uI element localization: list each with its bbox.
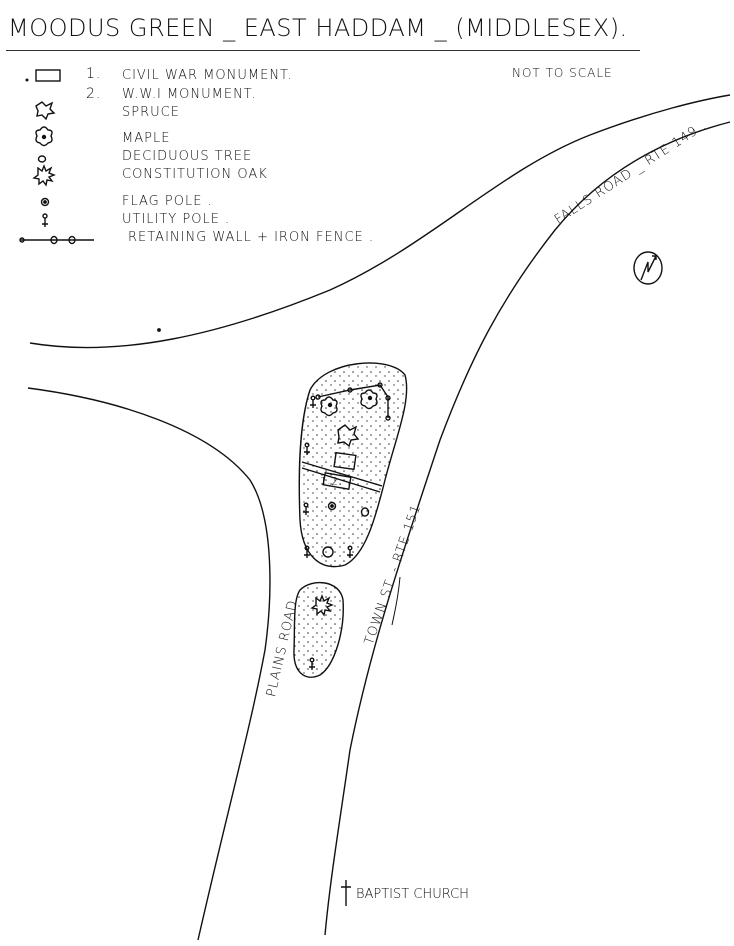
town-street-east-edge <box>324 121 731 936</box>
monument-rectangle-icon <box>35 69 61 82</box>
deciduous-tree-icon <box>37 155 47 163</box>
utility-pole-icon <box>304 545 310 558</box>
monument-1-label: 1. <box>320 476 332 487</box>
flag-pole-icon <box>327 501 337 511</box>
flag-pole-icon <box>40 197 50 207</box>
legend-maple: MAPLE <box>122 131 171 146</box>
curb-mark <box>391 576 401 626</box>
map-title: MOODUS GREEN _ EAST HADDAM _ (MIDDLESEX)… <box>8 14 628 42</box>
church-cross-icon <box>341 880 351 906</box>
maple-icon <box>35 126 53 147</box>
spruce-icon <box>337 424 360 448</box>
legend-civil-war-monument: CIVIL WAR MONUMENT. <box>122 68 293 83</box>
constitution-oak-icon <box>310 594 334 617</box>
north-arrow-icon <box>633 251 663 285</box>
legend-constitution-oak: CONSTITUTION OAK <box>122 167 268 182</box>
utility-pole-icon <box>347 545 353 558</box>
constitution-oak-icon <box>32 164 56 187</box>
green-divider-walk <box>301 461 383 493</box>
deciduous-tree-icon <box>322 546 334 558</box>
falls-road-north-edge <box>29 94 731 349</box>
legend-number-2: 2. <box>86 86 102 102</box>
green-upper <box>298 362 408 568</box>
title-underline <box>6 50 640 51</box>
utility-pole-icon <box>303 502 309 515</box>
plains-road-west-edge <box>27 387 271 941</box>
legend-number-1: 1. <box>86 66 102 82</box>
green-lower <box>293 581 344 678</box>
monument-2-label: 2. <box>331 475 344 488</box>
utility-pole-icon <box>309 657 315 670</box>
legend-flag-pole: FLAG POLE . <box>122 194 213 209</box>
retaining-wall-fence-icon <box>19 235 94 245</box>
legend-retaining-wall: RETAINING WALL + IRON FENCE . <box>128 230 375 245</box>
wwi-monument <box>322 472 352 490</box>
maple-icon <box>320 396 338 417</box>
legend-wwi-monument: W.W.I MONUMENT. <box>122 87 257 102</box>
utility-pole-icon <box>310 395 316 408</box>
civil-war-monument <box>333 451 357 471</box>
spruce-icon <box>35 101 56 121</box>
deciduous-tree-icon <box>360 507 370 517</box>
utility-pole-icon <box>42 213 48 227</box>
retaining-wall-fence <box>317 384 389 418</box>
maple-icon <box>360 389 378 410</box>
scale-note: NOT TO SCALE <box>512 66 613 80</box>
utility-pole-icon <box>304 442 310 455</box>
baptist-church-label: BAPTIST CHURCH <box>356 887 469 902</box>
legend-deciduous-tree: DECIDUOUS TREE <box>122 149 253 164</box>
legend-spruce: SPRUCE <box>122 105 180 120</box>
legend-utility-pole: UTILITY POLE . <box>122 212 231 227</box>
